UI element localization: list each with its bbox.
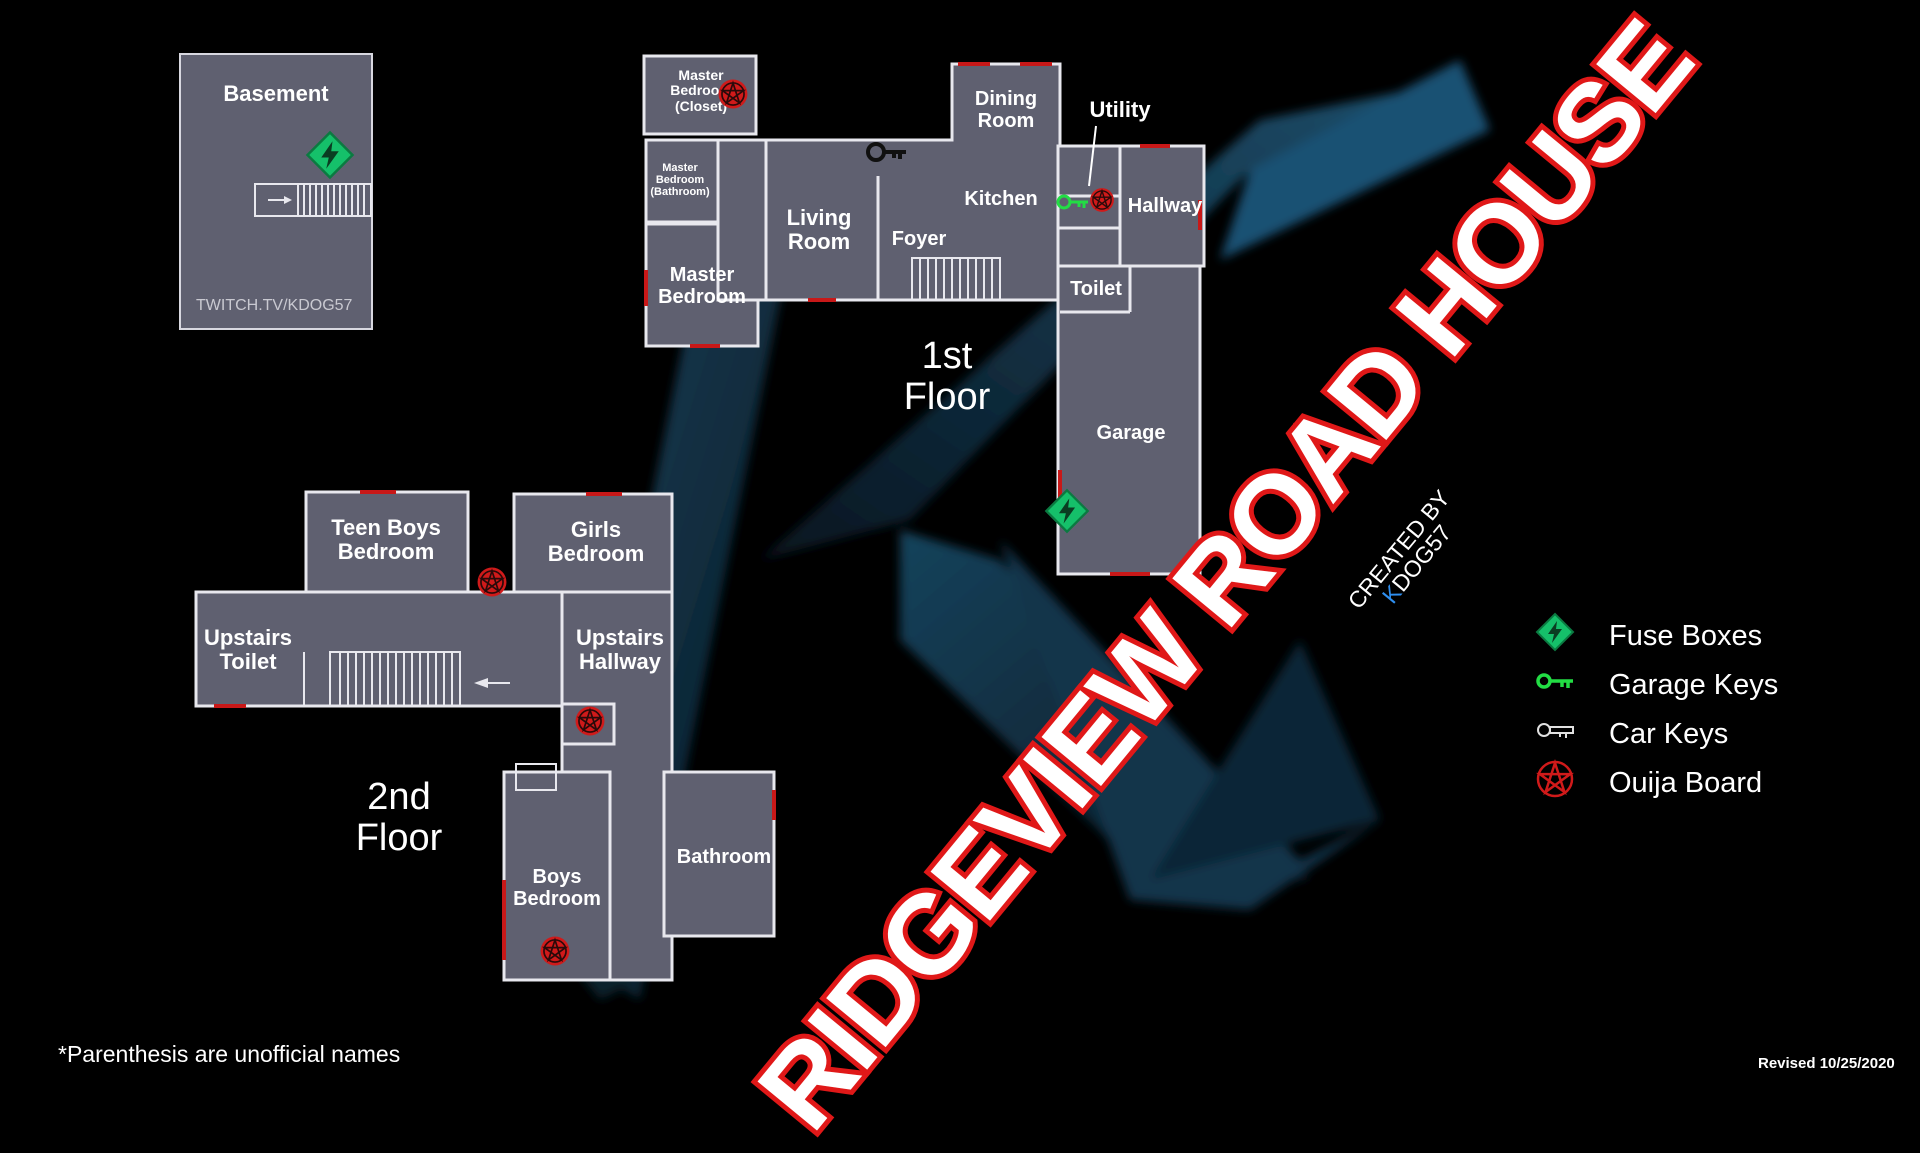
room-hallway-label: Hallway [1127,195,1203,217]
room-dining-room-label: Dining Room [974,88,1038,132]
ouija-board-icon [540,936,570,966]
room-master-bathroom-label: Master Bedroom (Bathroom) [650,162,710,199]
legend: Fuse Boxes Garage Keys Car Keys [1535,612,1895,808]
garage-key-icon [1536,673,1573,689]
fuse-box-icon [305,130,355,180]
legend-label: Car Keys [1609,718,1729,750]
room-master-closet-label: Master Bedroom (Closet) [670,67,732,114]
first-floor-doors [644,62,1202,576]
garage-key-icon [1056,194,1088,210]
room-living-room-label: Living Room [786,205,852,255]
legend-item-ouija-board: Ouija Board [1535,759,1895,808]
room-girls-bedroom-label: Girls Bedroom [547,517,645,567]
ouija-board-icon [575,706,605,736]
legend-label: Garage Keys [1609,669,1779,701]
second-floor-label: 2nd Floor [355,776,443,860]
floor-plan-svg [179,53,1490,1000]
revised-date: Revised 10/25/2020 [1758,1055,1895,1072]
fuse-box-icon [1535,612,1575,652]
second-floor-details [303,651,611,980]
room-toilet-label: Toilet [1070,278,1122,300]
room-teen-boys-bedroom-label: Teen Boys Bedroom [331,515,441,565]
utility-pointer-line [1088,125,1097,187]
footnote-text: *Parenthesis are unofficial names [58,1041,401,1067]
map-canvas: Basement TWITCH.TV/KDOG57 Master Bedroom… [58,0,1895,1153]
legend-item-car-keys: Car Keys [1535,710,1895,759]
ouija-board-icon [477,567,507,597]
first-floor-plan [642,54,1206,576]
room-upstairs-hallway-label: Upstairs Hallway [575,625,665,675]
first-floor-label: 1st Floor [903,335,991,419]
basement-label: Basement [223,81,329,106]
basement-plan [179,53,373,330]
fuse-box-icon [1044,488,1090,534]
ouija-board-icon [1535,759,1575,798]
first-floor-details [764,140,1204,314]
room-master-bedroom-label: Master Bedroom [658,264,746,308]
second-floor-plan [194,490,776,982]
ouija-board-icon [1090,188,1114,212]
car-key-icon [1537,723,1574,738]
room-kitchen-label: Kitchen [964,188,1038,210]
room-utility-label: Utility [1089,97,1151,122]
room-garage-label: Garage [1096,422,1166,444]
legend-item-fuse-boxes: Fuse Boxes [1535,612,1895,661]
second-floor-doors [214,490,776,960]
legend-label: Fuse Boxes [1609,620,1763,652]
room-boys-bedroom-label: Boys Bedroom [513,866,601,910]
room-upstairs-toilet-label: Upstairs Toilet [203,625,293,675]
room-bathroom-label: Bathroom [676,846,772,868]
legend-label: Ouija Board [1609,767,1763,799]
ouija-board-icon [718,79,748,109]
stairs-arrow-icon [474,678,488,688]
legend-item-garage-keys: Garage Keys [1535,661,1895,710]
room-foyer-label: Foyer [891,228,947,250]
car-key-icon [866,142,906,162]
watermark-text: TWITCH.TV/KDOG57 [196,297,353,314]
